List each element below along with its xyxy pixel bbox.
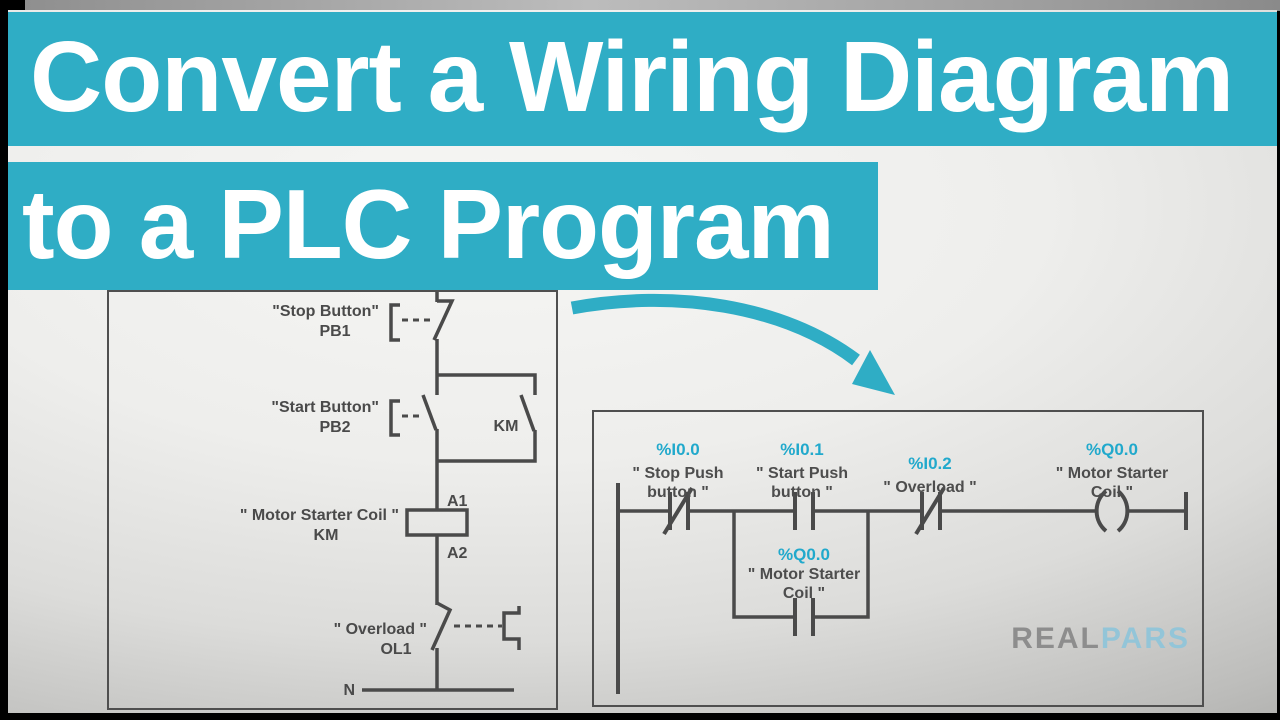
top-strip — [25, 0, 1280, 11]
thermal-overload-icon — [502, 606, 521, 650]
pushbutton-actuator-icon — [389, 303, 400, 342]
terminal-a1-label: A1 — [447, 493, 468, 510]
overload-name: " Overload " — [883, 479, 976, 496]
km-seal-in-contact: KM — [437, 373, 537, 463]
start-button-tag: PB2 — [319, 419, 350, 436]
coil-box-icon — [405, 508, 469, 537]
start-button-no-contact: "Start Button" PB2 — [271, 375, 439, 437]
wiring-diagram-panel: "Stop Button" PB1 "Start Button" PB2 K — [107, 290, 558, 710]
conversion-arrow-icon — [570, 293, 895, 395]
coil-tag: KM — [314, 527, 339, 544]
plc-ladder-diagram: %I0.0 " Stop Push button " %I0.1 " Start… — [616, 440, 1188, 694]
seal-name-line2: Coil " — [783, 585, 825, 602]
title-text-line2: to a PLC Program — [22, 169, 835, 279]
start-name-line2: button " — [771, 484, 833, 501]
overload-nc-contact: " Overload " OL1 — [334, 601, 521, 658]
logo-real: REAL — [1011, 622, 1101, 655]
neutral-label: N — [343, 682, 355, 699]
start-button-label: "Start Button" — [271, 399, 379, 416]
stop-button-nc-contact: "Stop Button" PB1 — [272, 292, 455, 342]
ladder-stop-nc-contact: %I0.0 " Stop Push button " — [632, 440, 724, 536]
ladder-output-coil: %Q0.0 " Motor Starter Coil " — [1056, 440, 1168, 533]
realpars-logo: REALPARS — [1011, 622, 1190, 656]
start-name-line1: " Start Push — [756, 465, 848, 482]
title-text-line1: Convert a Wiring Diagram — [30, 21, 1234, 133]
start-address: %I0.1 — [780, 440, 823, 459]
stop-button-tag: PB1 — [319, 323, 350, 340]
motor-starter-coil: A1 A2 " Motor Starter Coil " KM — [240, 493, 469, 562]
ladder-overload-nc-contact: %I0.2 " Overload " — [883, 454, 977, 536]
title-banner-line1: Convert a Wiring Diagram — [8, 12, 1277, 146]
title-banner-line2: to a PLC Program — [8, 162, 878, 290]
coil-address: %Q0.0 — [1086, 440, 1138, 459]
coil-name-line2: Coil " — [1091, 484, 1133, 501]
overload-address: %I0.2 — [908, 454, 951, 473]
plc-ladder-panel: %I0.0 " Stop Push button " %I0.1 " Start… — [592, 410, 1204, 707]
ladder-start-no-contact: %I0.1 " Start Push button " — [756, 440, 848, 530]
stop-name-line2: button " — [647, 484, 709, 501]
stop-button-label: "Stop Button" — [272, 303, 379, 320]
km-contact-label: KM — [494, 418, 519, 435]
coil-name-line1: " Motor Starter — [1056, 465, 1168, 482]
content-area: Convert a Wiring Diagram to a PLC Progra… — [8, 10, 1277, 713]
ladder-seal-in-branch: %Q0.0 " Motor Starter Coil " — [732, 511, 870, 636]
stop-address: %I0.0 — [656, 440, 699, 459]
seal-address: %Q0.0 — [778, 545, 830, 564]
pushbutton-actuator-icon — [389, 399, 400, 437]
logo-pars: PARS — [1100, 622, 1190, 655]
neutral-terminal: N — [343, 682, 514, 699]
wiring-diagram: "Stop Button" PB1 "Start Button" PB2 K — [240, 292, 537, 699]
overload-label: " Overload " — [334, 621, 427, 638]
coil-label: " Motor Starter Coil " — [240, 507, 399, 524]
terminal-a2-label: A2 — [447, 545, 468, 562]
stop-name-line1: " Stop Push — [632, 465, 723, 482]
seal-name-line1: " Motor Starter — [748, 566, 860, 583]
overload-tag: OL1 — [380, 641, 411, 658]
